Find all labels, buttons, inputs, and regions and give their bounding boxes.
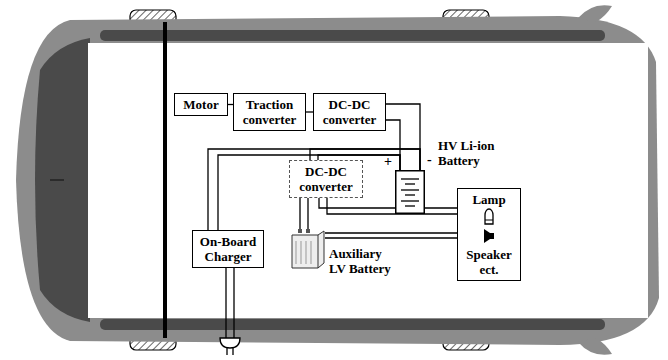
- mirror: [578, 5, 612, 22]
- terminal-sign: +: [384, 155, 392, 169]
- charging-plug: [220, 262, 240, 355]
- antenna: [50, 179, 64, 181]
- battery-label: HV Li-ion Battery: [438, 138, 504, 168]
- axle: [163, 22, 167, 338]
- node-text: On-Board Charger: [197, 234, 259, 264]
- node-text: DC-DC converter: [294, 164, 358, 194]
- node-text: Motor: [179, 97, 223, 112]
- speaker: [481, 228, 497, 244]
- battery-node: Auxiliary LV Battery: [288, 226, 403, 284]
- windshield: [35, 38, 90, 322]
- battery-icon: [291, 229, 325, 269]
- load-label: Lamp: [472, 192, 505, 207]
- speaker-symbol: [481, 228, 497, 247]
- component-box: Traction converter: [233, 93, 306, 131]
- load-box: LampSpeaker ect.: [457, 188, 521, 281]
- battery-label: Auxiliary LV Battery: [329, 246, 401, 276]
- wire: [319, 198, 457, 214]
- side-window: [100, 30, 605, 41]
- component-box: DC-DC converter: [313, 93, 386, 131]
- mirror: [578, 338, 612, 355]
- wire: [208, 149, 420, 230]
- wire: [306, 111, 313, 112]
- battery-cells: [395, 170, 425, 214]
- terminal-sign: -: [427, 153, 432, 167]
- side-window: [100, 319, 605, 330]
- car-body: [16, 16, 659, 345]
- component-box: Motor: [174, 93, 228, 116]
- bulb: [481, 207, 497, 225]
- node-text: Traction converter: [238, 97, 301, 127]
- lv-battery-icon: [291, 229, 325, 269]
- wire: [325, 233, 457, 238]
- load-label: Speaker ect.: [462, 247, 516, 277]
- converter-box: DC-DC converter: [289, 160, 363, 198]
- interior-panel: [88, 43, 648, 318]
- component-box: On-Board Charger: [192, 230, 264, 268]
- node-text: DC-DC converter: [318, 97, 381, 127]
- wire: [300, 198, 308, 229]
- hv-battery-symbol: [395, 170, 425, 214]
- lamp-symbol: [481, 207, 497, 228]
